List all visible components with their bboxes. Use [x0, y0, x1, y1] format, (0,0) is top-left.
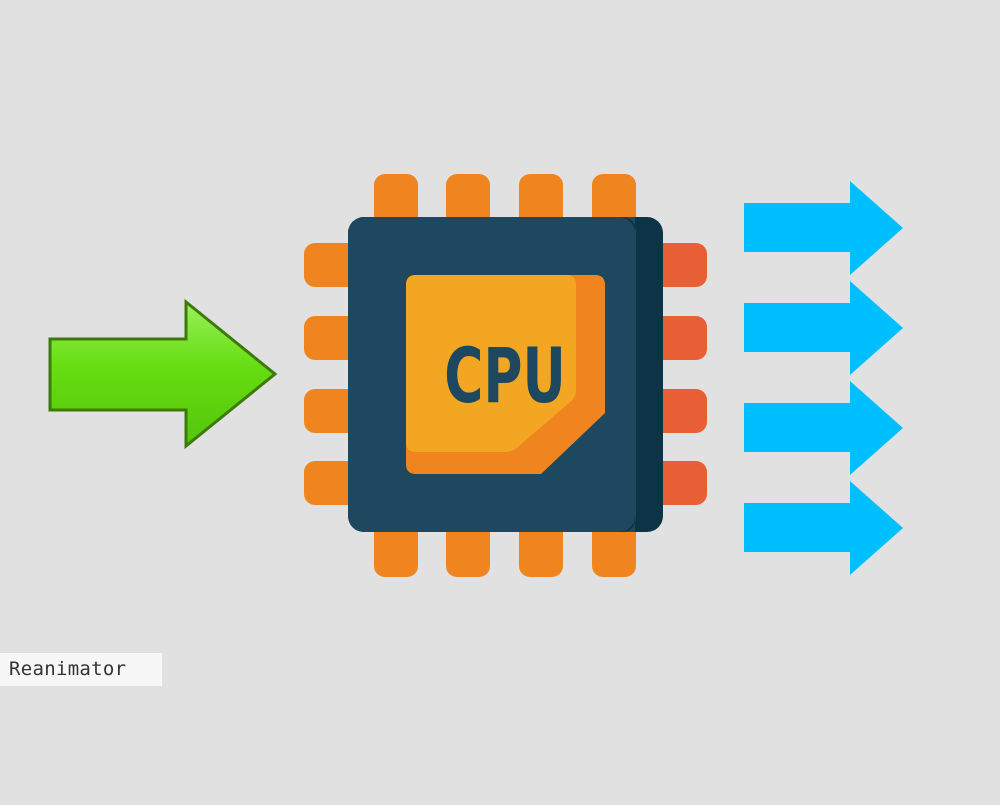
output-arrow-4-icon	[744, 481, 903, 575]
chip-label: CPU	[444, 333, 565, 421]
output-arrow-1-icon	[744, 181, 903, 275]
watermark-label: Reanimator	[0, 653, 162, 686]
output-arrow-3-icon	[744, 381, 903, 475]
cpu-chip-icon: CPU	[304, 174, 707, 577]
core-face	[406, 275, 576, 452]
input-arrow-icon	[48, 298, 278, 450]
chip-core: CPU	[406, 275, 605, 474]
output-arrows	[744, 181, 903, 575]
output-arrow-2-icon	[744, 281, 903, 375]
